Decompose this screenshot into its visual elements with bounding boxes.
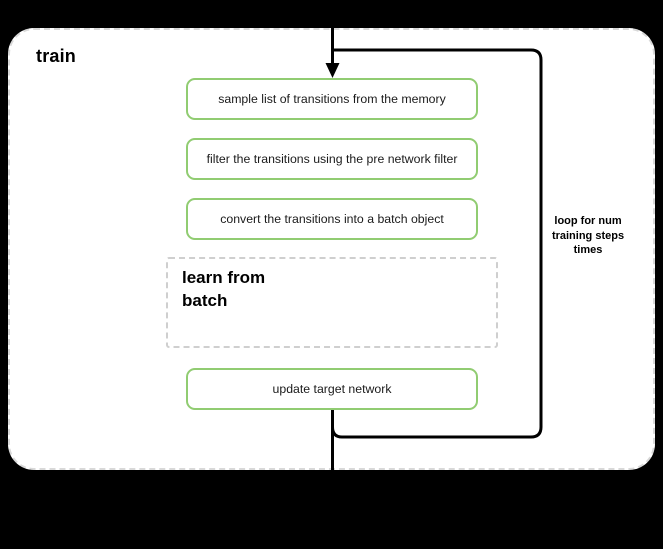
subprocess-label: learn from batch <box>182 268 266 310</box>
loop-annotation-label: loop for num training steps times <box>551 215 625 257</box>
step-box-sample[interactable]: sample list of transitions from the memo… <box>186 78 478 120</box>
subprocess-learn-from-batch[interactable]: learn from batch <box>166 257 498 348</box>
page-title: train <box>36 46 77 66</box>
step-box-convert[interactable]: convert the transitions into a batch obj… <box>186 198 478 240</box>
step-box-filter[interactable]: filter the transitions using the pre net… <box>186 138 478 180</box>
step-box-update-target-network[interactable]: update target network <box>186 368 478 410</box>
